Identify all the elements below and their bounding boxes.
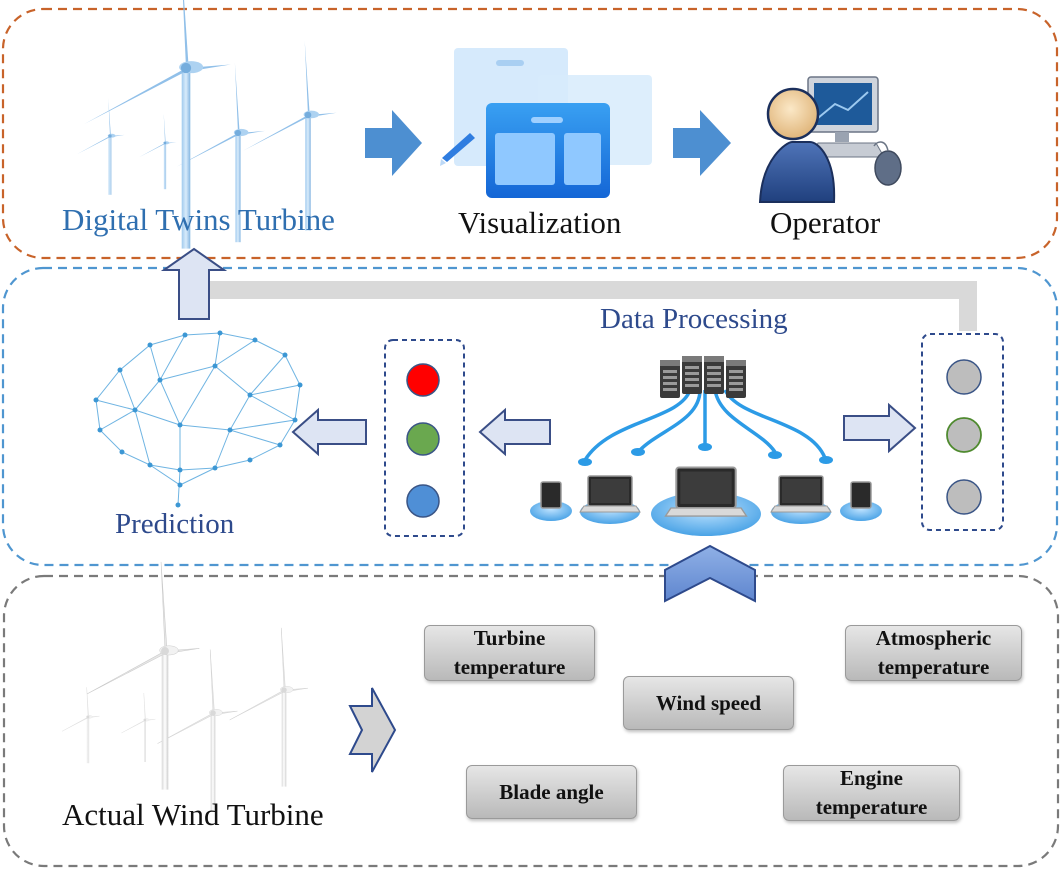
param-turbine-temperature-line2: temperature	[453, 655, 566, 679]
visualization-icon	[440, 48, 652, 198]
param-turbine-temperature-line1: Turbine	[473, 626, 546, 650]
visualization-label: Visualization	[458, 205, 622, 240]
status-dot-green	[406, 422, 440, 456]
operator-label: Operator	[770, 205, 881, 240]
feedback-arrow-line	[208, 281, 977, 331]
input-dot-2	[946, 417, 982, 453]
up-arrow-to-digital-twin	[160, 247, 228, 320]
param-engine-temperature-line1: Engine	[839, 766, 904, 790]
param-engine-temperature: Engine temperature	[783, 765, 960, 821]
param-wind-speed-text: Wind speed	[655, 690, 762, 715]
arrow-to-visualization	[365, 110, 422, 176]
param-engine-temperature-line2: temperature	[815, 795, 928, 819]
arrow-to-input-indicators	[843, 402, 917, 454]
status-dot-red	[406, 363, 440, 397]
input-dot-3	[946, 479, 982, 515]
prediction-brain-icon	[93, 330, 303, 508]
data-processing-label: Data Processing	[600, 303, 788, 335]
arrow-to-operator	[673, 110, 731, 176]
param-atmospheric-temperature-line2: temperature	[877, 655, 990, 679]
arrow-to-status	[478, 407, 551, 457]
input-dot-1	[946, 359, 982, 395]
bottom-panel	[2, 574, 1060, 868]
param-atmospheric-temperature: Atmospheric temperature	[845, 625, 1022, 681]
operator-icon	[758, 76, 902, 203]
param-atmospheric-temperature-line1: Atmospheric	[875, 626, 992, 650]
actual-wind-turbine-label: Actual Wind Turbine	[62, 797, 324, 832]
status-indicator-box	[384, 339, 465, 537]
param-wind-speed: Wind speed	[623, 676, 794, 730]
status-dot-blue	[406, 484, 440, 518]
param-turbine-temperature: Turbine temperature	[424, 625, 595, 681]
actual-wind-turbines-icon	[61, 561, 309, 812]
data-processing-network-icon	[530, 356, 882, 536]
digital-twin-turbine-label: Digital Twins Turbine	[62, 202, 335, 237]
param-blade-angle: Blade angle	[466, 765, 637, 819]
arrow-to-prediction	[291, 407, 367, 457]
arrow-to-parameters	[348, 687, 397, 773]
middle-panel	[1, 266, 1059, 567]
top-panel	[1, 7, 1059, 260]
param-blade-angle-text: Blade angle	[499, 779, 604, 804]
up-arrow-sensor-data	[664, 544, 756, 603]
prediction-label: Prediction	[115, 508, 235, 540]
